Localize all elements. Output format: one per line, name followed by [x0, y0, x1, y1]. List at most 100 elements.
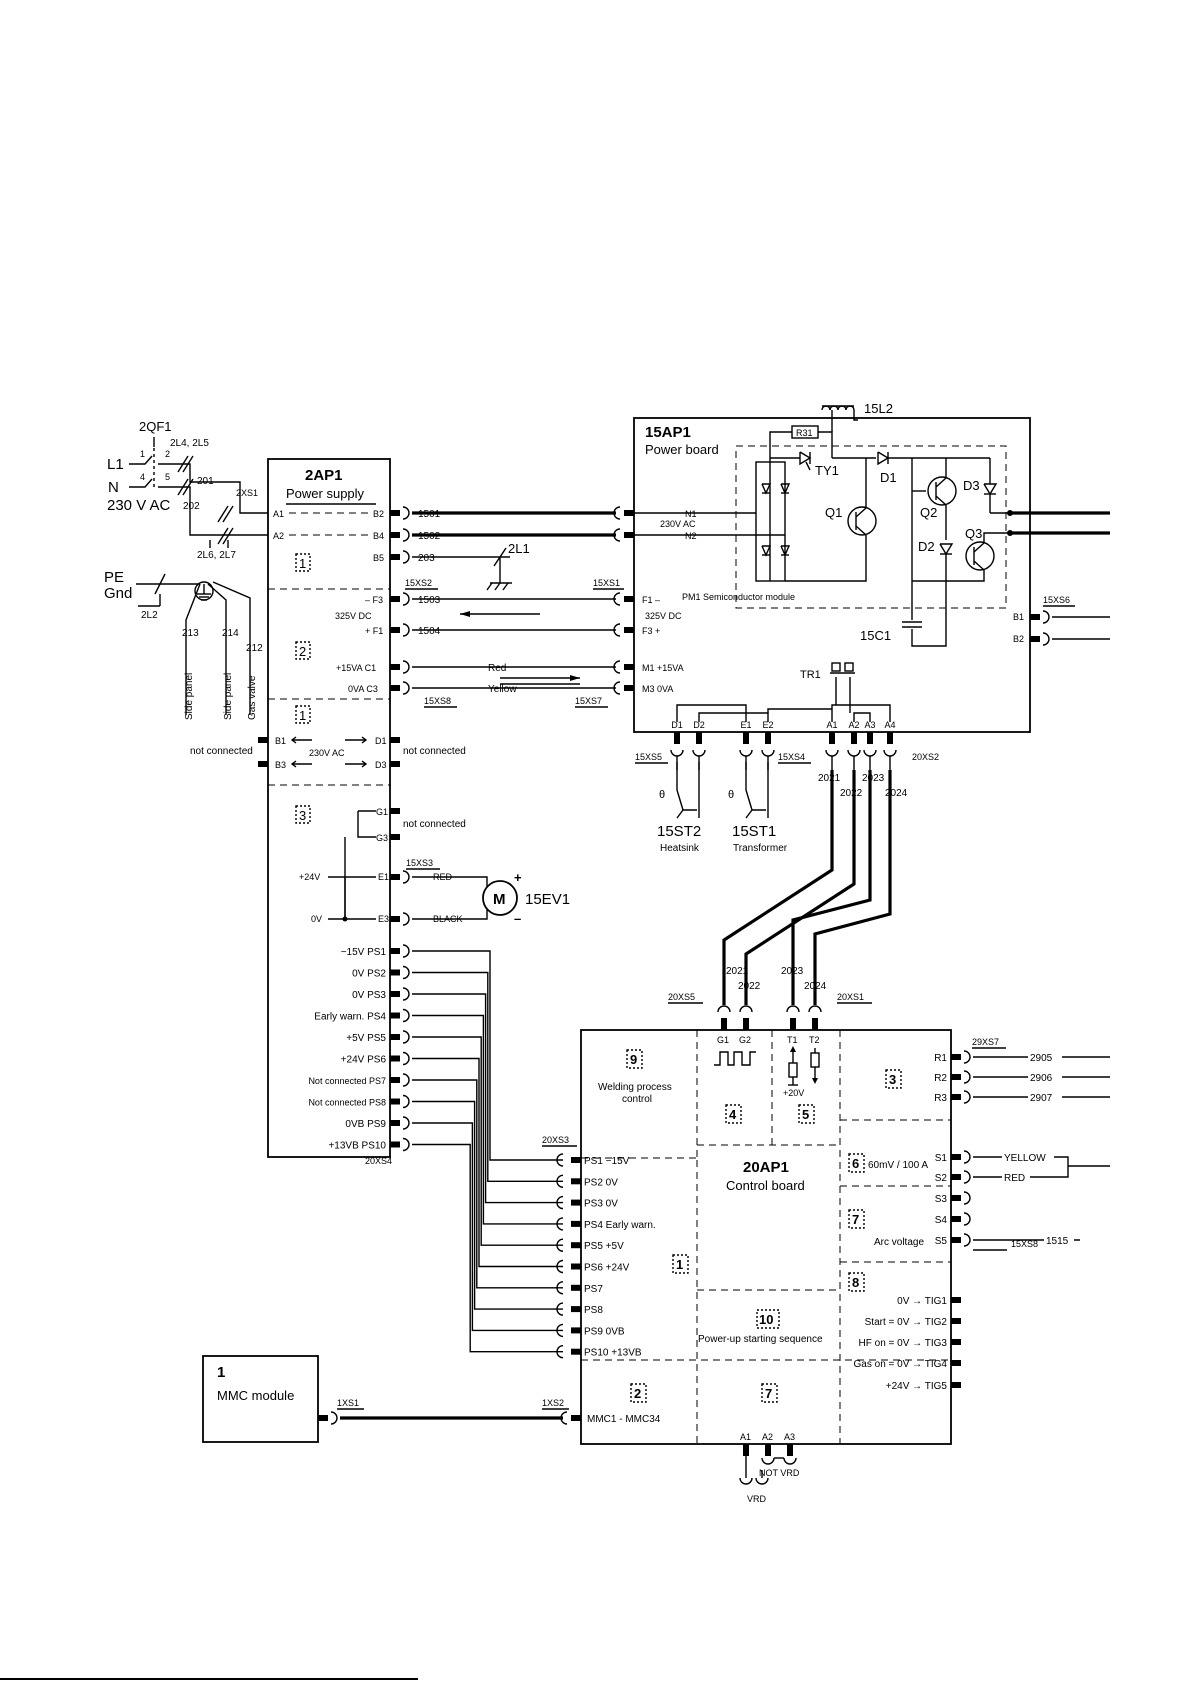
ap2-id: 2AP1	[305, 467, 343, 484]
ap20-s-socket	[963, 1212, 971, 1226]
pin-n2: N2	[685, 531, 697, 541]
ps-bus-wire	[412, 1079, 563, 1289]
target-side-panel-2: Side panel	[223, 673, 234, 720]
ap2-ps-pin	[390, 969, 400, 976]
pin-a1-20: A1	[740, 1432, 751, 1442]
pin-f3: – F3	[365, 595, 383, 605]
ap15-pin-socket	[825, 749, 839, 757]
wire-202: 202	[183, 501, 200, 512]
ap20-id: 20AP1	[743, 1159, 789, 1176]
switch-15st1-label: Transformer	[733, 843, 788, 854]
ap15-pin-label: A1	[826, 720, 837, 730]
lower-refs: 2L6, 2L7	[197, 550, 236, 561]
ps-bus-wire	[412, 993, 563, 1204]
ap2-section-2: 2	[299, 644, 306, 659]
breaker-pin-1: 1	[140, 449, 145, 459]
ap20-s-pin	[951, 1237, 961, 1243]
ap15-id: 15AP1	[645, 424, 691, 441]
ap2-ps-socket	[402, 965, 410, 980]
pin-g1: G1	[376, 807, 388, 817]
ap20-s-socket	[963, 1150, 971, 1164]
ap20-ps-label: PS2 0V	[584, 1177, 618, 1188]
ap20-ps-pin	[571, 1327, 581, 1334]
ap20-s-label: S5	[935, 1236, 948, 1247]
ap2-ps-label: Not connected PS8	[308, 1098, 386, 1108]
pin-g3: G3	[376, 833, 388, 843]
conn-15xs3: 15XS3	[406, 858, 433, 868]
ap20-tig-label: +24V → TIG5	[886, 1381, 948, 1392]
ap20-ps-label: PS1 −15V	[584, 1156, 630, 1167]
ap2-ps-socket	[402, 987, 410, 1001]
switch-15st1: 15ST1	[732, 823, 776, 840]
welding-control-label: control	[622, 1094, 652, 1105]
ap2-ps-socket	[402, 1073, 410, 1087]
switch-15st2-label: Heatsink	[660, 843, 700, 854]
ap20-ps-label: PS9 0VB	[584, 1326, 625, 1337]
pin-f3-15: F3 +	[642, 626, 660, 636]
ap2-ps-label: +24V PS6	[341, 1055, 387, 1066]
ap15-pin-label: A2	[848, 720, 859, 730]
pe-ref: 2L2	[141, 610, 158, 621]
ap20-s-socket	[963, 1191, 971, 1205]
ap20-ps-pin	[571, 1284, 581, 1291]
ap20-r-label: R2	[934, 1073, 947, 1084]
wire-red: Red	[488, 663, 506, 674]
pin-t1-20: T1	[787, 1035, 798, 1045]
power-up-label: Power-up starting sequence	[698, 1334, 823, 1345]
ps-bus-wire	[412, 1036, 563, 1246]
resistor-r31: R31	[796, 428, 813, 438]
ap15-pin	[674, 732, 680, 744]
pin-b5: B5	[373, 553, 384, 563]
wire-214: 214	[222, 628, 239, 639]
section-10: 10	[759, 1312, 773, 1327]
ap20-ps-label: PS5 +5V	[584, 1241, 624, 1252]
ps-bus-wire	[412, 971, 563, 1183]
wire-2022-top: 2022	[840, 788, 863, 799]
fan-minus: –	[514, 911, 521, 926]
ap15-pin-socket	[670, 749, 684, 757]
section-1: 1	[676, 1257, 683, 1272]
ap15-pin-socket	[847, 749, 861, 757]
ap2-ps-pin	[390, 1098, 400, 1105]
module-label: PM1 Semiconductor module	[682, 592, 795, 602]
ap2-ps-pin	[390, 1141, 400, 1148]
ap20-tig-label: HF on = 0V → TIG3	[859, 1338, 948, 1349]
conn-15xs8-top: 15XS8	[424, 696, 451, 706]
ap2-ps-label: Not connected PS7	[308, 1076, 386, 1086]
fan-label: 15EV1	[525, 891, 570, 908]
section-7: 7	[852, 1212, 859, 1227]
ap20-s-pin	[951, 1216, 961, 1222]
conn-15xs2: 15XS2	[405, 578, 432, 588]
ap20-ps-label: PS7	[584, 1284, 603, 1295]
pin-d3: D3	[375, 760, 387, 770]
ap20-r-wire-label: 2907	[1030, 1093, 1053, 1104]
conn-20xs5: 20XS5	[668, 992, 695, 1002]
ap2-0v: 0V	[311, 914, 322, 924]
pin-b2-15: B2	[1013, 634, 1024, 644]
ap2-ps-label: +5V PS5	[346, 1033, 386, 1044]
ap20-r-pin	[951, 1094, 961, 1100]
q3-label: Q3	[965, 526, 982, 541]
ap2-ps-pin	[390, 1055, 400, 1062]
transistor-q1	[847, 506, 877, 536]
target-gas-valve: Gas valve	[247, 675, 258, 720]
d-not-connected: not connected	[403, 746, 466, 757]
wire-1515: 1515	[1046, 1236, 1069, 1247]
ap20-ps-pin	[571, 1263, 581, 1270]
ap15-pin-label: D2	[693, 720, 705, 730]
conn-20xs2: 20XS2	[912, 752, 939, 762]
ap20-r-wire-label: 2906	[1030, 1073, 1053, 1084]
ap15-dc: 325V DC	[645, 611, 682, 621]
theta-st1: θ	[728, 789, 734, 801]
ap15-pin-socket	[739, 749, 753, 757]
s2-red: RED	[1004, 1173, 1025, 1184]
ap15-pin	[696, 732, 702, 744]
mains-input: 2QF1 2L4, 2L5 1 2 4 5 L1 N 230 V AC 201 …	[104, 419, 268, 720]
conn-20xs3: 20XS3	[542, 1135, 569, 1145]
ap2-ps-pin	[390, 948, 400, 954]
ap20-ps-label: PS10 +13VB	[584, 1348, 642, 1359]
wire-212: 212	[246, 643, 263, 654]
